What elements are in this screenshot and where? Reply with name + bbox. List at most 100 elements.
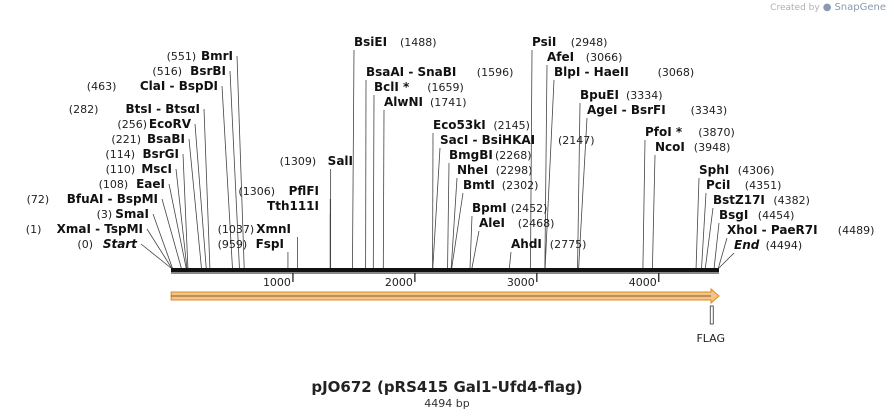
site-position: (3870): [698, 126, 735, 139]
site-bmri: BmrI(551): [167, 49, 233, 63]
site-position: (2302): [502, 179, 539, 192]
site-leader: [352, 49, 355, 269]
flag-tag-mark: [709, 305, 714, 325]
site-name: BsrBI: [190, 64, 226, 78]
site-position: (2452): [511, 202, 548, 215]
site-leader: [652, 154, 656, 269]
site-btsi-bts-i: BtsI - BtsαI(282): [69, 102, 200, 116]
site-bsaai-snabi: BsaAI - SnaBI(1596): [366, 65, 513, 79]
site-name: BsiEI: [354, 35, 387, 49]
site-position: (3): [97, 208, 113, 221]
site-ecorv: EcoRV(256): [117, 117, 191, 131]
leader-lines: [140, 49, 735, 269]
tick-label: 1000: [263, 276, 291, 289]
site-pflfi: PflFI(1306): [238, 184, 319, 198]
site-leader: [451, 192, 464, 269]
site-name: SmaI: [115, 207, 149, 221]
site-position: (3066): [586, 51, 623, 64]
site-name: PfoI *: [645, 125, 683, 139]
site-name: XmnI: [256, 222, 291, 236]
site-nhei: NheI (2298): [457, 163, 532, 177]
site-name: SphI: [699, 163, 729, 177]
site-name: BpuEI: [580, 88, 619, 102]
site-name: PciI: [706, 178, 731, 192]
site-leader: [530, 49, 533, 269]
site-leader: [152, 213, 173, 269]
site-name: BmgBI: [449, 148, 493, 162]
site-position: (4489): [838, 224, 875, 237]
snapgene-brand: Created by ● SnapGene: [770, 2, 886, 13]
site-name: SalI: [328, 154, 353, 168]
tick-label: 2000: [385, 276, 413, 289]
site-leader: [718, 237, 728, 269]
sequence-backbone: [171, 268, 719, 274]
site-leader: [194, 123, 207, 269]
site-position: (1741): [430, 96, 467, 109]
site-position: (2298): [496, 164, 533, 177]
site-position: (1488): [400, 36, 437, 49]
flag-tag-label: FLAG: [696, 332, 725, 345]
site-start: Start (0): [77, 237, 138, 251]
site-position: (2468): [518, 217, 555, 230]
site-ahdi: AhdI(2775): [511, 237, 586, 251]
site-position: (2268): [495, 149, 532, 162]
site-position: (2147): [558, 134, 595, 147]
site-position: (4382): [773, 194, 810, 207]
site-name: BsaBI: [147, 132, 185, 146]
site-position: (72): [27, 193, 50, 206]
site-name: BpmI: [472, 201, 507, 215]
site-name: Start: [103, 237, 138, 251]
site-psii: PsiI(2948): [532, 35, 607, 49]
site-name: XmaI - TspMI: [57, 222, 143, 236]
site-leader: [236, 55, 245, 269]
site-position: (114): [105, 148, 135, 161]
site-position: (463): [87, 80, 117, 93]
site-sali: SalI(1309): [280, 154, 353, 168]
site-pfoi: PfoI * (3870): [645, 125, 735, 139]
site-bsabi: BsaBI(221): [111, 132, 185, 146]
site-leader: [140, 243, 172, 269]
site-position: (1): [26, 223, 42, 236]
snapgene-logo-icon: ●: [822, 2, 832, 13]
site-name: BsgI: [719, 208, 748, 222]
site-name: NheI: [457, 163, 488, 177]
site-name: ClaI - BspDI: [140, 79, 218, 93]
site-position: (959): [218, 238, 248, 251]
site-position: (551): [167, 50, 197, 63]
site-end: End(4494): [734, 238, 802, 252]
site-leader: [578, 117, 588, 269]
site-name: BfuAI - BspMI: [67, 192, 158, 206]
site-position: (4306): [738, 164, 775, 177]
site-bfuai-bspmi: BfuAI - BspMI (72): [27, 192, 158, 206]
site-position: (282): [69, 103, 99, 116]
site-name: BclI *: [374, 80, 410, 94]
site-position: (0): [77, 238, 93, 251]
site-name: MscI: [141, 162, 172, 176]
site-name: Eco53kI: [433, 118, 486, 132]
site-xhoi-paer7i: XhoI - PaeR7I(4489): [727, 223, 874, 237]
site-leader: [182, 153, 189, 269]
site-leader: [544, 79, 555, 269]
site-name: BlpI - HaeII: [554, 65, 629, 79]
site-position: (1659): [427, 81, 464, 94]
site-name: BmtI: [463, 178, 495, 192]
site-blpi-haeii: BlpI - HaeII(3068): [554, 65, 694, 79]
site-leader: [229, 70, 240, 269]
site-sphi: SphI (4306): [699, 163, 774, 177]
site-name: NcoI: [655, 140, 685, 154]
site-name: FspI: [256, 237, 284, 251]
site-position: (3343): [691, 104, 728, 117]
site-bmgbi: BmgBI(2268): [449, 148, 532, 162]
site-bcli: BclI * (1659): [374, 80, 464, 94]
site-labels: Start (0) XmaI - TspMI (1) SmaI(3) BfuAI - Bs…: [26, 35, 875, 252]
site-position: (1306): [238, 185, 275, 198]
site-bpmi: BpmI (2452): [472, 201, 547, 215]
site-bpuei: BpuEI(3334): [580, 88, 663, 102]
site-name: PsiI: [532, 35, 556, 49]
site-position: (1596): [477, 66, 514, 79]
site-leader: [642, 139, 646, 269]
site-position: (2775): [550, 238, 587, 251]
site-eaei: EaeI(108): [99, 177, 165, 191]
site-leader: [188, 138, 202, 269]
